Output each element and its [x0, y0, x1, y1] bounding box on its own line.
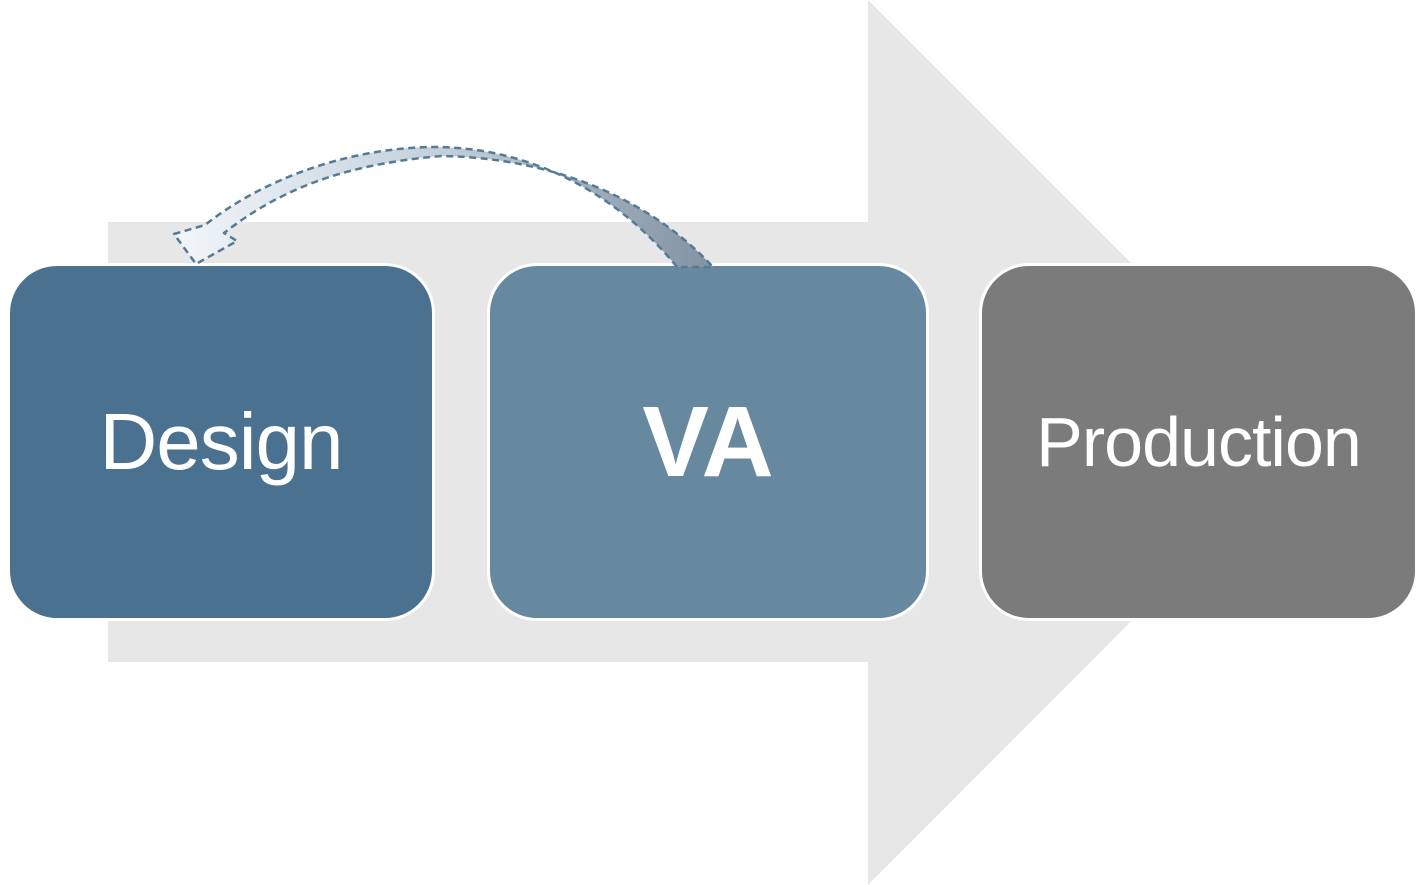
feedback-arrow-icon — [172, 145, 715, 269]
stage-production: Production — [979, 263, 1418, 621]
stage-production-label: Production — [1036, 403, 1362, 481]
stage-design-label: Design — [99, 397, 343, 486]
stage-va: VA — [487, 263, 929, 621]
stage-va-label: VA — [642, 386, 774, 498]
stage-design: Design — [7, 263, 435, 621]
